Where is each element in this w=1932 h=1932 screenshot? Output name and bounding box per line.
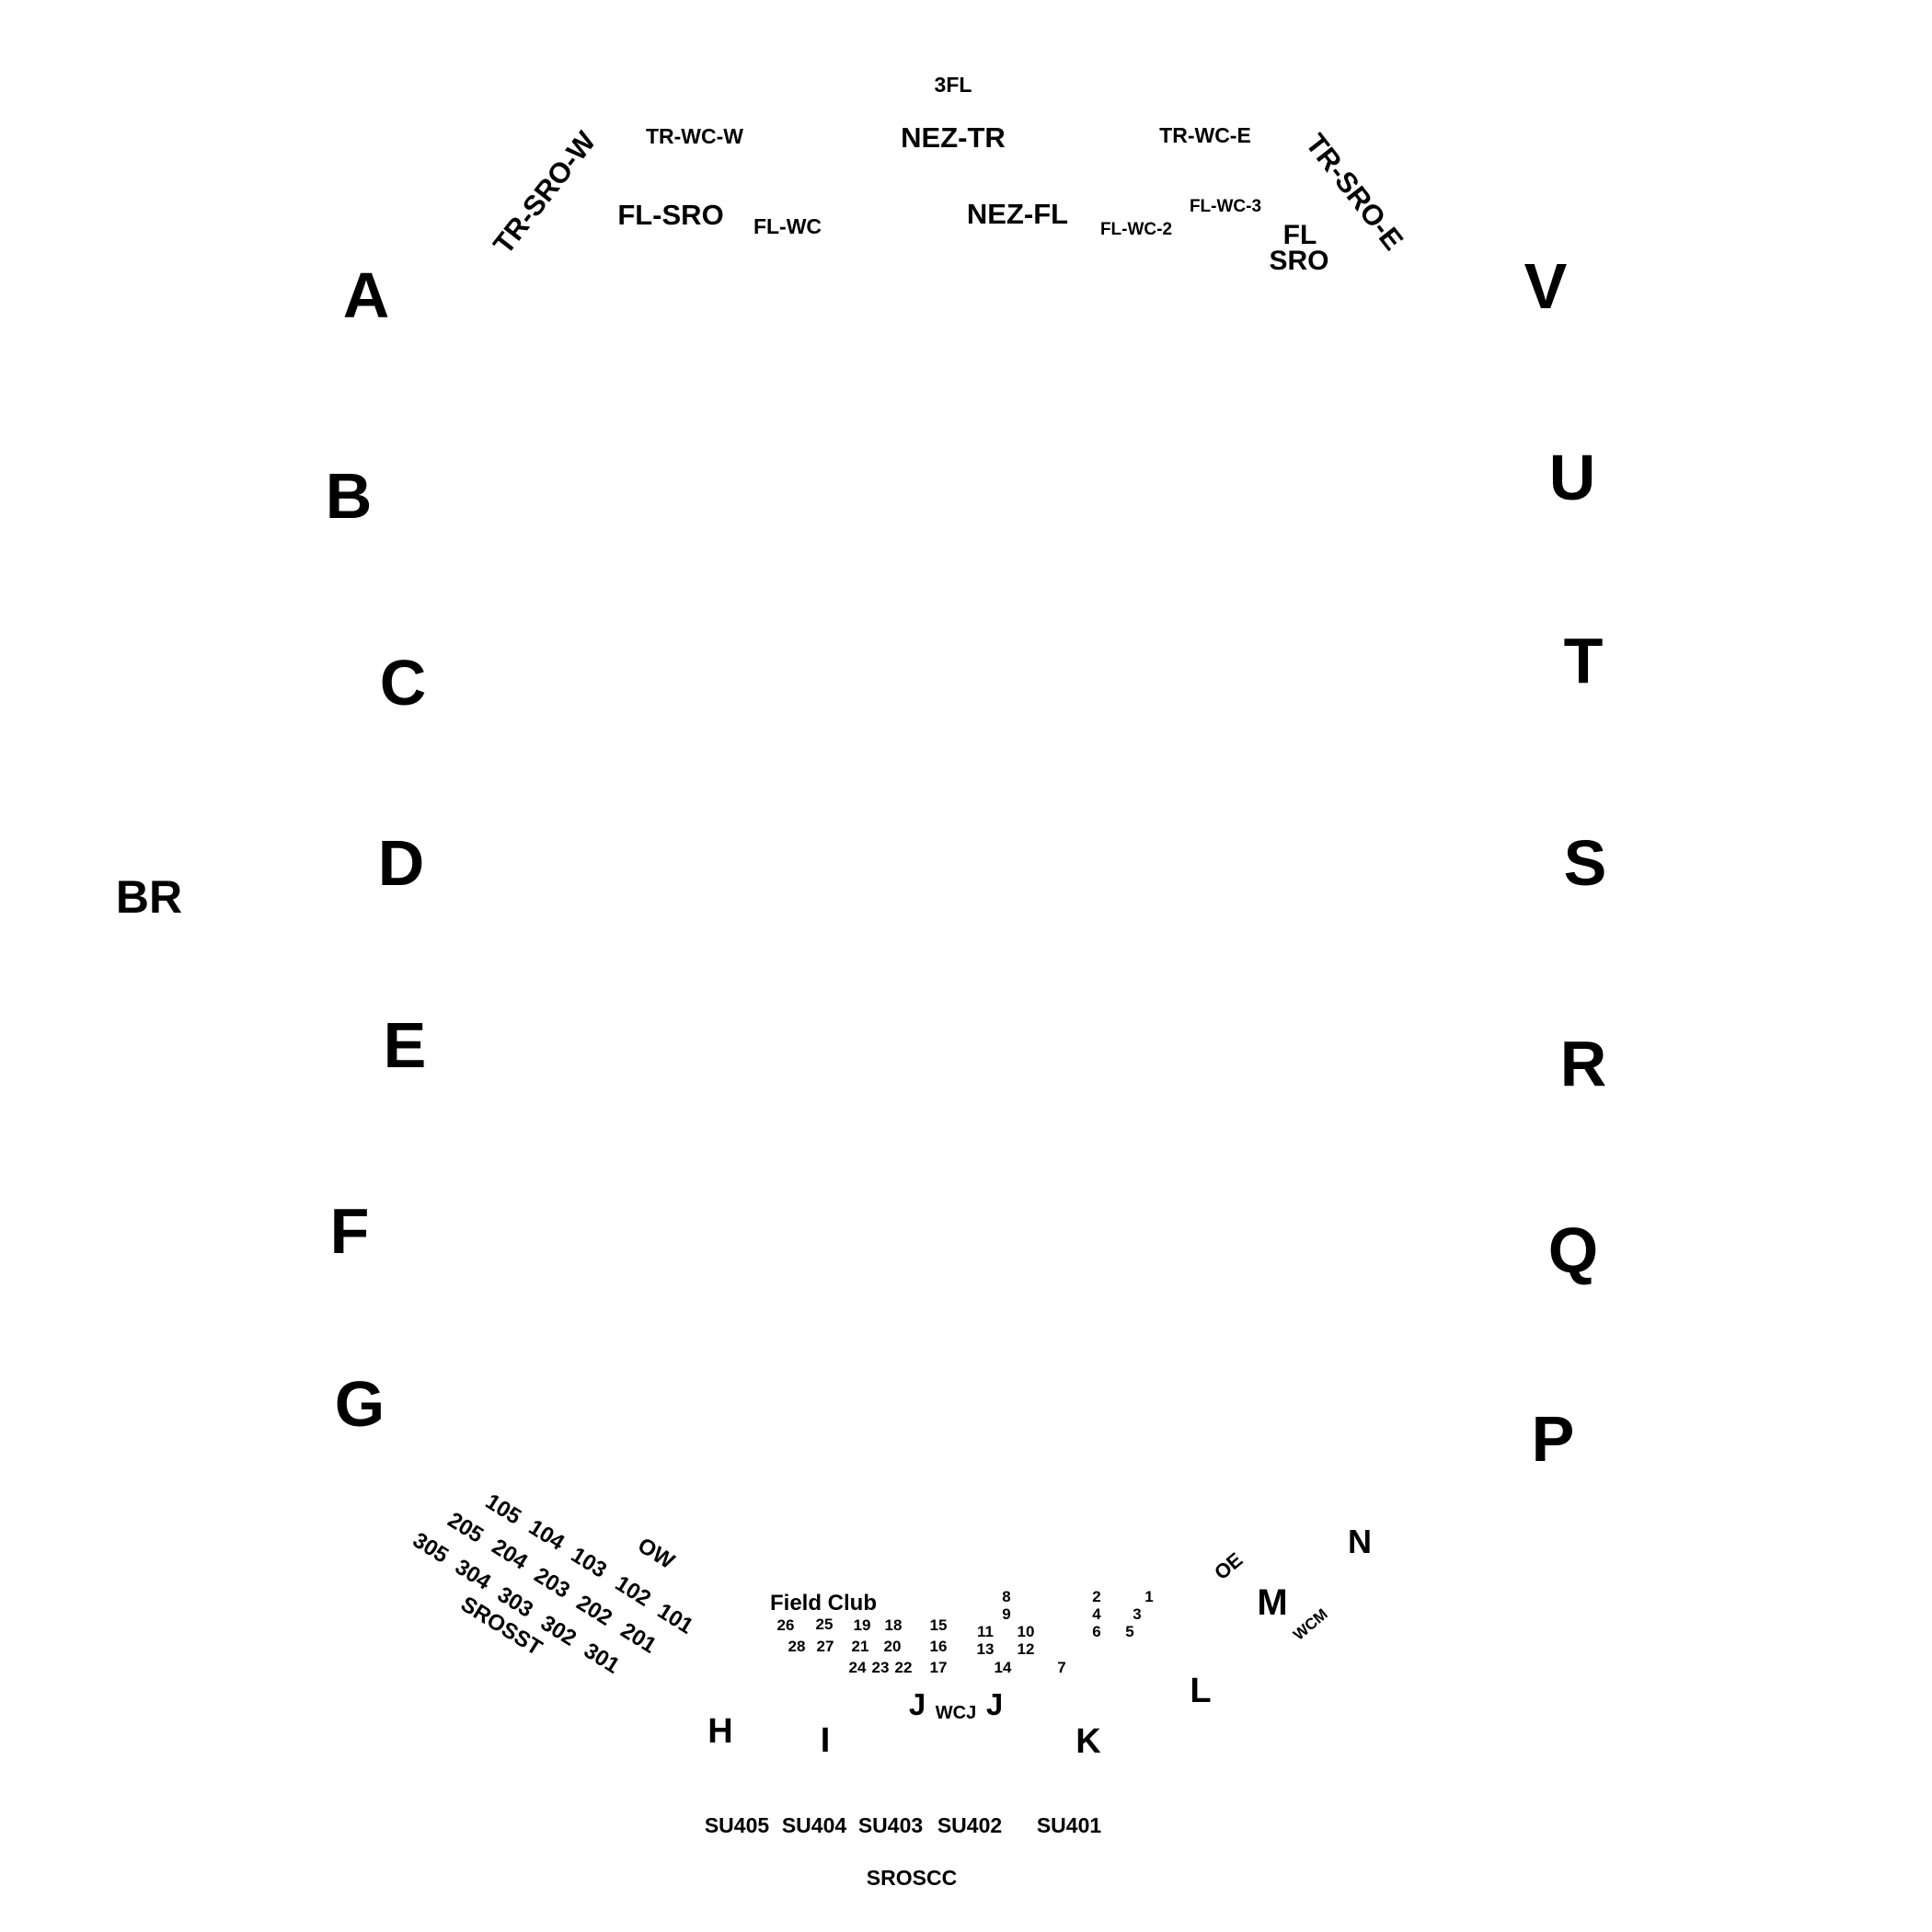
field-club-box-3[interactable]: 3 (1133, 1605, 1141, 1623)
section-t[interactable]: T (1564, 625, 1604, 696)
field-club-box-9[interactable]: 9 (1002, 1605, 1010, 1623)
section-i[interactable]: I (821, 1721, 831, 1760)
field-club-box-2[interactable]: 2 (1092, 1588, 1100, 1605)
section-tr-wc-e[interactable]: TR-WC-E (1159, 123, 1251, 147)
field-club-box-24[interactable]: 24 (849, 1659, 867, 1676)
section-u[interactable]: U (1549, 442, 1596, 513)
section-m[interactable]: M (1257, 1582, 1287, 1623)
section-tr-wc-w[interactable]: TR-WC-W (646, 124, 743, 148)
field-club-box-26[interactable]: 26 (777, 1616, 795, 1634)
section-sro[interactable]: SRO (1269, 246, 1328, 276)
section-r[interactable]: R (1560, 1028, 1607, 1099)
field-club-box-20[interactable]: 20 (884, 1638, 902, 1655)
section-201[interactable]: 201 (616, 1618, 661, 1659)
section-wcm[interactable]: WCM (1290, 1605, 1331, 1644)
section-n[interactable]: N (1348, 1523, 1372, 1560)
suite-su404[interactable]: SU404 (782, 1813, 847, 1837)
field-club-box-17[interactable]: 17 (930, 1659, 948, 1676)
section-nez-fl[interactable]: NEZ-FL (967, 198, 1068, 230)
section-j-left[interactable]: J (909, 1687, 926, 1721)
suite-su405[interactable]: SU405 (705, 1813, 770, 1837)
field-club-box-14[interactable]: 14 (995, 1659, 1012, 1676)
section-d[interactable]: D (378, 827, 425, 899)
section-203[interactable]: 203 (530, 1563, 574, 1604)
field-club-box-22[interactable]: 22 (895, 1659, 913, 1676)
section-v[interactable]: V (1524, 250, 1568, 322)
field-club-box-28[interactable]: 28 (788, 1638, 806, 1655)
section-105[interactable]: 105 (481, 1489, 525, 1530)
section-3fl[interactable]: 3FL (935, 73, 972, 97)
field-club-box-6[interactable]: 6 (1092, 1623, 1100, 1640)
suite-su402[interactable]: SU402 (937, 1813, 1002, 1837)
field-club-box-11[interactable]: 11 (977, 1623, 994, 1640)
field-club-box-15[interactable]: 15 (930, 1616, 948, 1634)
section-sroscc[interactable]: SROSCC (867, 1866, 957, 1890)
field-club-box-4[interactable]: 4 (1092, 1605, 1101, 1623)
field-club-box-1[interactable]: 1 (1144, 1588, 1153, 1605)
section-e[interactable]: E (384, 1009, 427, 1081)
section-fl[interactable]: FL (1283, 220, 1317, 250)
section-wcj[interactable]: WCJ (936, 1703, 976, 1723)
section-fl-sro[interactable]: FL-SRO (617, 199, 723, 231)
section-a[interactable]: A (343, 259, 390, 331)
field-club-box-12[interactable]: 12 (1018, 1640, 1035, 1658)
field-club-box-16[interactable]: 16 (930, 1638, 948, 1655)
section-301[interactable]: 301 (580, 1639, 624, 1679)
suite-su403[interactable]: SU403 (858, 1813, 923, 1837)
section-304[interactable]: 304 (451, 1555, 496, 1595)
field-club-box-27[interactable]: 27 (817, 1638, 834, 1655)
section-101[interactable]: 101 (653, 1599, 697, 1639)
section-204[interactable]: 204 (488, 1535, 533, 1575)
section-ow[interactable]: OW (633, 1533, 679, 1574)
section-br[interactable]: BR (116, 871, 182, 923)
section-fl-wc[interactable]: FL-WC (753, 214, 822, 238)
section-103[interactable]: 103 (567, 1543, 611, 1583)
section-202[interactable]: 202 (572, 1591, 616, 1631)
section-p[interactable]: P (1532, 1403, 1575, 1475)
section-k[interactable]: K (1075, 1722, 1101, 1761)
field-club-box-25[interactable]: 25 (816, 1616, 834, 1633)
field-club-box-18[interactable]: 18 (885, 1616, 903, 1634)
field-club-box-8[interactable]: 8 (1002, 1588, 1010, 1605)
section-tr-sro-w[interactable]: TR-SRO-W (487, 125, 603, 260)
section-g[interactable]: G (335, 1368, 385, 1440)
field-club-box-7[interactable]: 7 (1057, 1659, 1065, 1676)
suite-su401[interactable]: SU401 (1037, 1813, 1102, 1837)
section-f[interactable]: F (330, 1195, 370, 1267)
section-l[interactable]: L (1190, 1672, 1211, 1710)
section-c[interactable]: C (380, 647, 427, 719)
section-j-right[interactable]: J (986, 1687, 1003, 1721)
section-102[interactable]: 102 (611, 1571, 655, 1612)
field-club-box-19[interactable]: 19 (854, 1616, 871, 1634)
field-club-box-23[interactable]: 23 (872, 1659, 890, 1676)
section-fl-wc-3[interactable]: FL-WC-3 (1190, 197, 1261, 216)
section-104[interactable]: 104 (524, 1515, 569, 1556)
section-nez-tr[interactable]: NEZ-TR (901, 121, 1006, 154)
section-205[interactable]: 205 (443, 1508, 488, 1548)
section-q[interactable]: Q (1548, 1214, 1598, 1286)
section-b[interactable]: B (326, 460, 373, 532)
section-fl-wc-2[interactable]: FL-WC-2 (1100, 220, 1172, 239)
field-club-title: Field Club (770, 1591, 877, 1616)
field-club-box-21[interactable]: 21 (852, 1638, 869, 1655)
field-club-box-5[interactable]: 5 (1125, 1623, 1133, 1640)
section-h[interactable]: H (707, 1712, 732, 1751)
section-305[interactable]: 305 (408, 1528, 453, 1569)
section-s[interactable]: S (1564, 827, 1607, 899)
field-club-box-10[interactable]: 10 (1018, 1623, 1035, 1640)
field-club-box-13[interactable]: 13 (977, 1640, 995, 1658)
section-oe[interactable]: OE (1210, 1547, 1247, 1584)
